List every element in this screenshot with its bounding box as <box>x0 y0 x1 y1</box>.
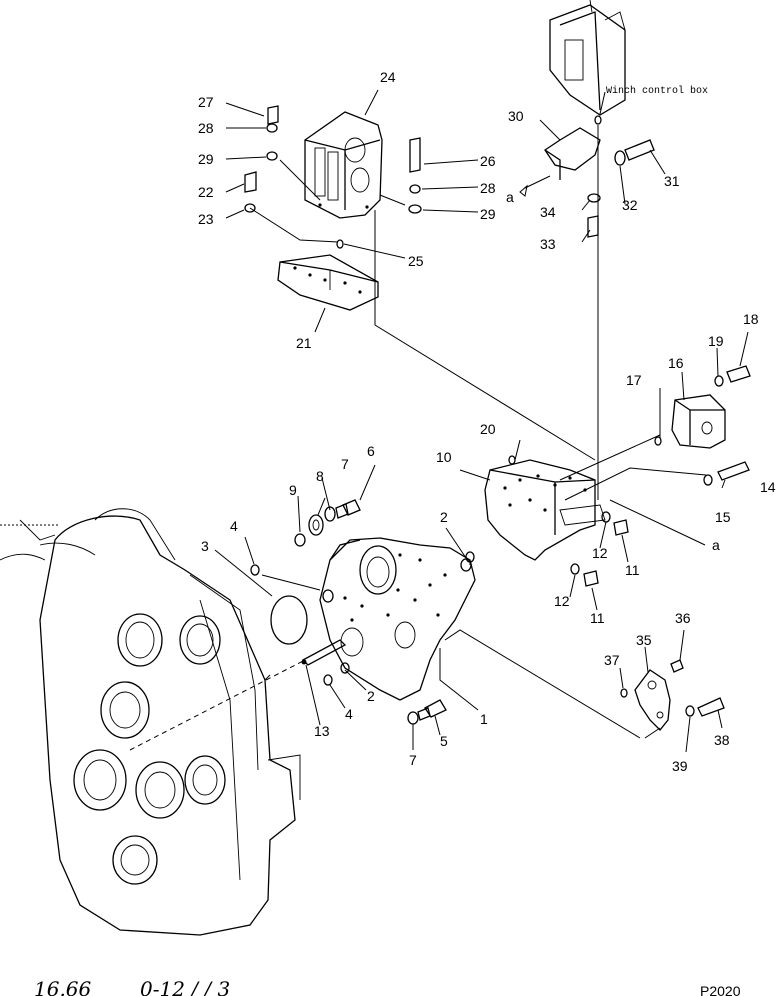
callout-38: 38 <box>714 732 730 748</box>
callout-20: 20 <box>480 421 496 437</box>
callout-3: 3 <box>201 538 209 554</box>
callout-13: 13 <box>314 723 330 739</box>
callout-15: 15 <box>715 509 731 525</box>
bolt-stack-6-9 <box>294 499 361 547</box>
footer-marks: 16.66 0-12 / / 3 P2020 <box>34 977 741 996</box>
callout-35: 35 <box>636 632 652 648</box>
callout-14: 14 <box>760 479 776 495</box>
callout-36: 36 <box>675 610 691 626</box>
callout-29b: 29 <box>480 206 496 222</box>
callout-11a: 11 <box>625 562 640 578</box>
callout-4a: 4 <box>230 518 238 534</box>
callout-7b: 7 <box>409 752 417 768</box>
callout-5: 5 <box>440 733 448 749</box>
callout-30: 30 <box>508 108 524 124</box>
callout-11b: 11 <box>590 610 605 626</box>
seals-and-pins <box>250 551 475 686</box>
callout-31: 31 <box>664 173 680 189</box>
bolt-5 <box>407 699 447 725</box>
callout-6: 6 <box>367 443 375 459</box>
callout-23: 23 <box>198 211 214 227</box>
callout-12a: 12 <box>592 545 608 561</box>
callout-32: 32 <box>622 197 638 213</box>
callout-18: 18 <box>743 311 759 327</box>
callout-37: 37 <box>604 652 620 668</box>
callout-8: 8 <box>316 468 324 484</box>
callout-28b: 28 <box>480 180 496 196</box>
valve-body <box>484 455 606 561</box>
callout-2a: 2 <box>440 509 448 525</box>
winch-control-box-label: Winch control box <box>606 85 708 97</box>
callout-4b: 4 <box>345 706 353 722</box>
callout-25: 25 <box>408 253 424 269</box>
callout-34: 34 <box>540 204 556 220</box>
bracket-30 <box>519 127 655 238</box>
callout-1: 1 <box>480 711 488 727</box>
plugs-11-12 <box>570 511 629 587</box>
valve-unit-24 <box>304 111 383 219</box>
main-cover-plate <box>319 537 476 701</box>
callout-9: 9 <box>289 482 297 498</box>
callout-33: 33 <box>540 236 556 252</box>
callout-2b: 2 <box>367 688 375 704</box>
callout-29a: 29 <box>198 151 214 167</box>
leader-lines <box>214 89 749 753</box>
callout-16: 16 <box>668 355 684 371</box>
ref-letter-a-upper: a <box>506 189 514 205</box>
callout-27: 27 <box>198 94 214 110</box>
callout-24: 24 <box>380 69 396 85</box>
callout-19: 19 <box>708 333 724 349</box>
lever-35 <box>620 659 725 731</box>
ref-letter-a-lower: a <box>712 537 720 553</box>
callout-7a: 7 <box>341 456 349 472</box>
callout-39: 39 <box>672 758 688 774</box>
bolts-22-29 <box>244 105 422 214</box>
callout-28a: 28 <box>198 120 214 136</box>
callout-22: 22 <box>198 184 214 200</box>
callout-12b: 12 <box>554 593 570 609</box>
callout-10: 10 <box>436 449 452 465</box>
callout-26: 26 <box>480 153 496 169</box>
callout-labels: 1 2 2 3 4 4 5 6 7 7 8 9 10 11 11 12 12 1… <box>198 69 776 774</box>
callout-21: 21 <box>296 335 312 351</box>
footer-right-mark: P2020 <box>700 983 741 996</box>
winch-control-box <box>549 0 626 125</box>
valve-block-16 <box>654 365 751 486</box>
footer-left-mark: 16.66 <box>34 977 92 996</box>
transmission-case <box>0 508 306 936</box>
footer-mid-mark: 0-12 / / 3 <box>140 977 230 996</box>
case-bores <box>73 613 226 885</box>
callout-17: 17 <box>626 372 642 388</box>
mount-plate-21 <box>277 239 379 311</box>
